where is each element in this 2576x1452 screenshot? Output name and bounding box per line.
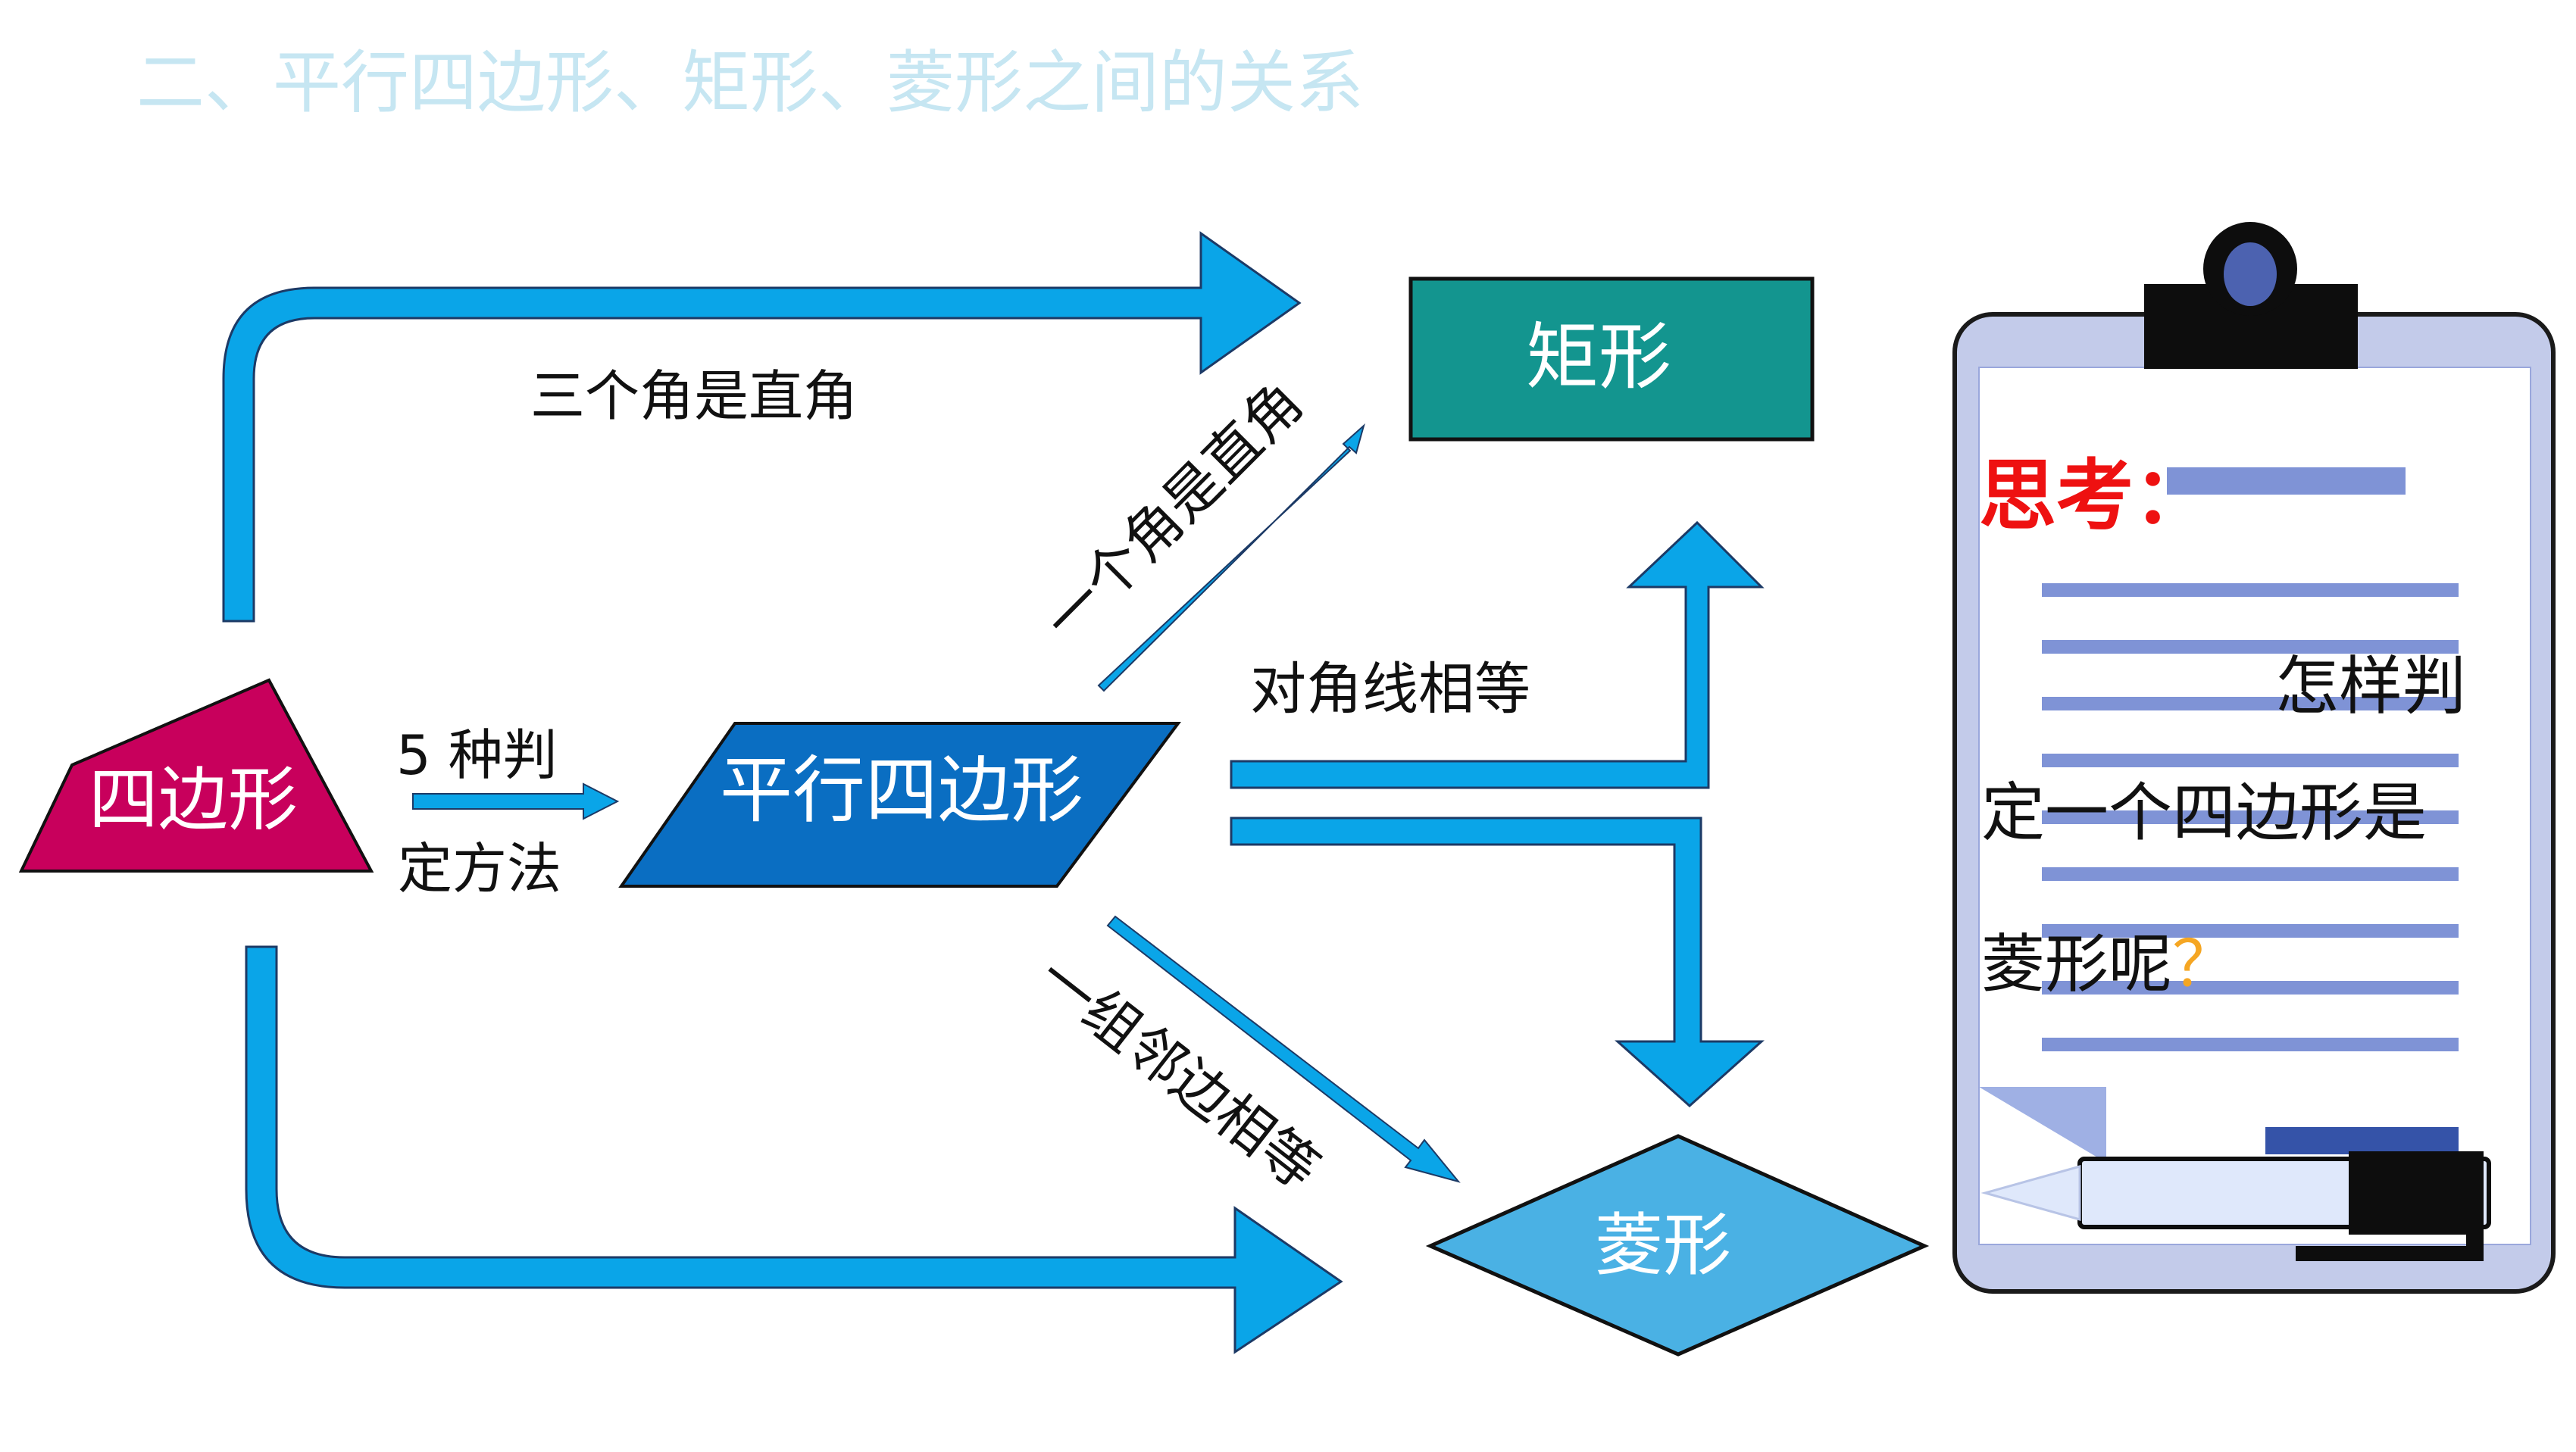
clipboard-question-line3-wrap: 菱形呢？ [1981, 927, 2236, 1001]
arrow-quad-to-parallelogram [412, 782, 620, 820]
arrow-quad-to-rhombus [245, 945, 1343, 1354]
label-adjacent-sides-equal: 一组邻边相等 [1026, 944, 1331, 1202]
clipboard-think-label: 思考： [1979, 451, 2211, 542]
node-rectangle: 矩形 [1408, 276, 1815, 442]
clipboard-question-line1: 怎样判 [2275, 649, 2466, 723]
arrow-parallelogram-to-rhombus-sides [1106, 915, 1461, 1183]
arrow-quad-to-rectangle [222, 231, 1302, 623]
node-quadrilateral: 四边形 [18, 678, 374, 873]
label-equal-diagonals: 对角线相等 [1250, 657, 1530, 722]
clipboard: 思考： 怎样判 定一个四边形是 菱形呢？ [1952, 222, 2556, 1294]
label-five-methods-line1: 5 种判 [396, 723, 558, 787]
label-three-right-angles: 三个角是直角 [530, 364, 858, 428]
page-title: 二、平行四边形、矩形、菱形之间的关系 [136, 43, 1364, 123]
node-parallelogram: 平行四边形 [618, 722, 1181, 888]
node-rhombus: 菱形 [1425, 1134, 1930, 1357]
pen-icon [1980, 1127, 2491, 1261]
clipboard-lines [2042, 467, 2459, 1051]
node-parallelogram-label: 平行四边形 [720, 748, 1083, 832]
clipboard-question-line3: 菱形呢 [1981, 927, 2172, 1001]
node-rectangle-label: 矩形 [1526, 314, 1671, 399]
arrow-parallelogram-to-rectangle-angle [1097, 423, 1365, 692]
label-five-methods-line2: 定方法 [398, 837, 561, 901]
node-rhombus-label: 菱形 [1595, 1206, 1731, 1285]
clipboard-clip [2144, 222, 2358, 369]
label-one-right-angle: 一个角是直角 [1032, 370, 1316, 654]
clipboard-question-line2: 定一个四边形是 [1981, 776, 2427, 850]
node-quadrilateral-label: 四边形 [89, 759, 298, 840]
arrow-parallelogram-to-rectangle-diagonals [1230, 520, 1765, 789]
clipboard-page-corner [1979, 1087, 2106, 1163]
clipboard-question-mark: ？ [2172, 927, 2236, 1001]
arrow-parallelogram-to-rhombus-elbow [1230, 817, 1765, 1108]
